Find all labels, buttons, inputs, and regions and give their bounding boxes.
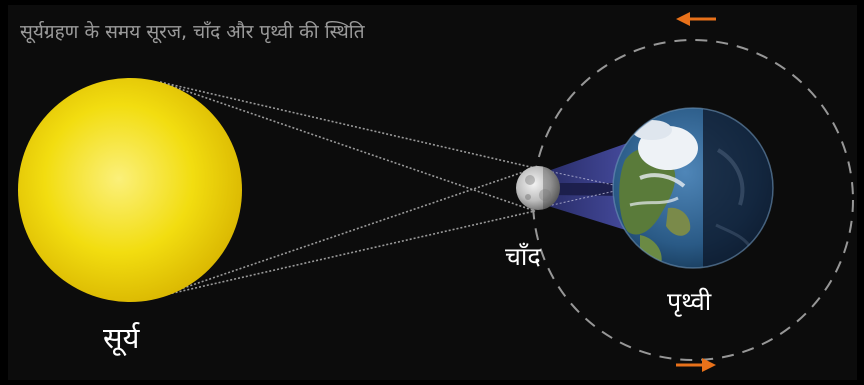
earth-label: पृथ्वी [667, 284, 711, 318]
sun [18, 78, 242, 302]
orbit-arrow-top-icon [676, 12, 716, 26]
moon [516, 166, 560, 210]
diagram-title: सूर्यग्रहण के समय सूरज, चाँद और पृथ्वी क… [20, 18, 365, 44]
sun-label: सूर्य [103, 318, 139, 357]
moon-label: चाँद [505, 239, 541, 273]
earth [613, 100, 798, 280]
